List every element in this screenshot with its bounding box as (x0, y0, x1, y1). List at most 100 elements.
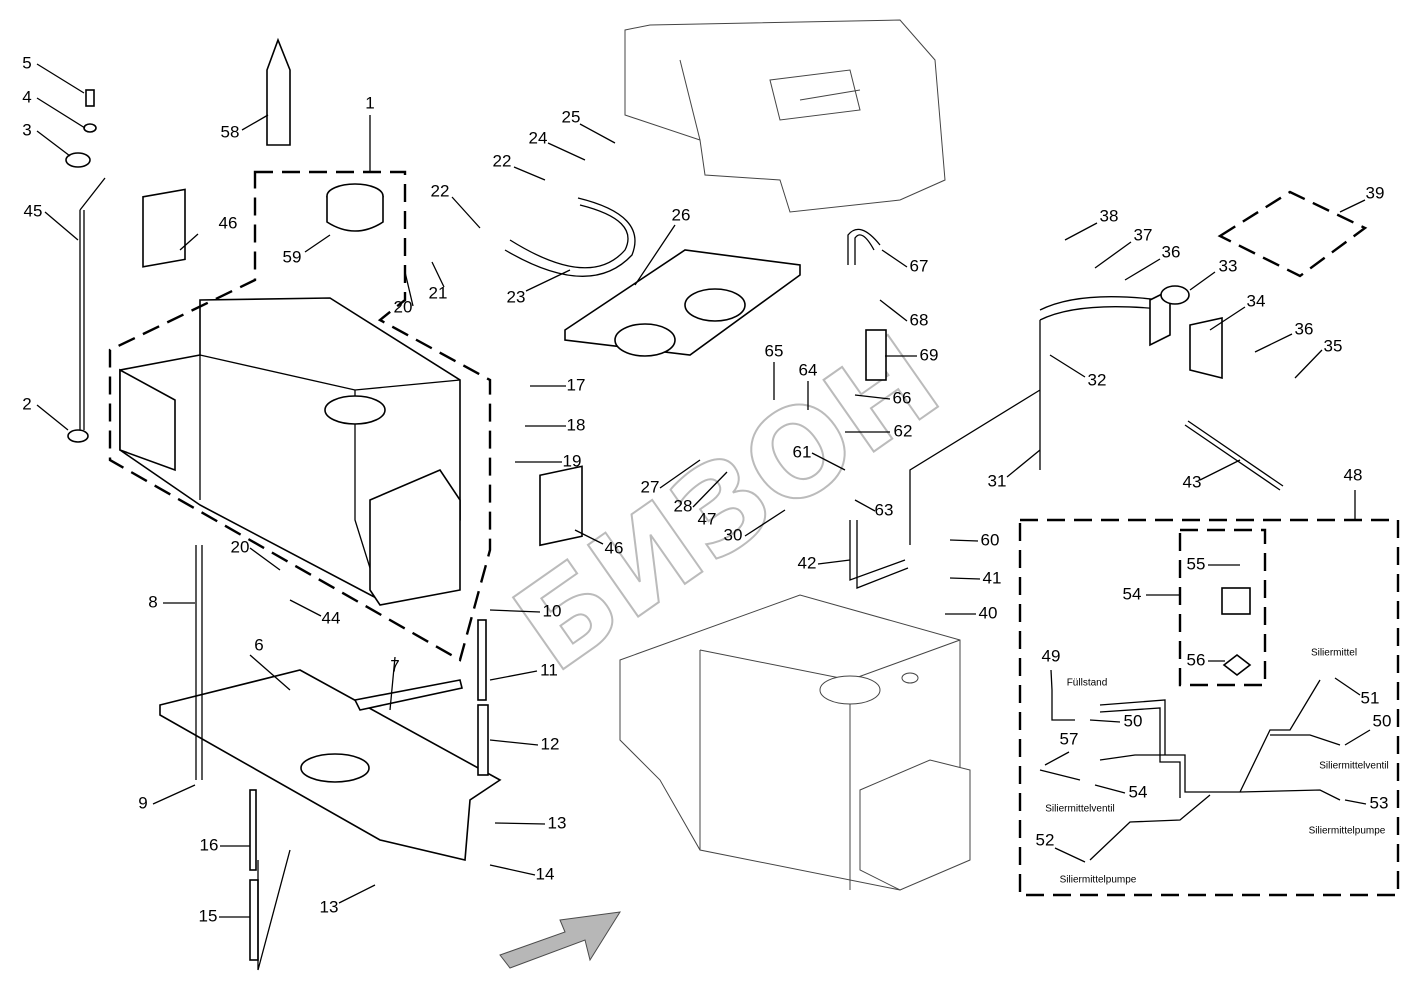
callout-50: 50 (1373, 711, 1392, 730)
callout-22: 22 (431, 181, 450, 200)
callout-56: 56 (1187, 650, 1206, 669)
callout-46: 46 (219, 213, 238, 232)
callout-57: 57 (1060, 729, 1079, 748)
callout-67: 67 (910, 256, 929, 275)
callout-44: 44 (322, 608, 341, 627)
hose-67 (847, 228, 881, 265)
callout-1: 1 (365, 93, 374, 112)
tank-assembly (119, 183, 461, 606)
callout-33: 33 (1219, 256, 1238, 275)
callout-21: 21 (429, 283, 448, 302)
callout-26: 26 (672, 205, 691, 224)
callout-16: 16 (200, 835, 219, 854)
label-46 (142, 188, 186, 268)
callout-40: 40 (979, 603, 998, 622)
callout-62: 62 (894, 421, 913, 440)
callout-5: 5 (22, 53, 31, 72)
callout-63: 63 (875, 500, 894, 519)
callout-38: 38 (1100, 206, 1119, 225)
callout-55: 55 (1187, 554, 1206, 573)
callout-14: 14 (536, 864, 555, 883)
callout-46: 46 (605, 538, 624, 557)
group-54-outline (1178, 528, 1267, 687)
callout-2: 2 (22, 394, 31, 413)
callout-10: 10 (543, 601, 562, 620)
label-siliermittelventil-left: Siliermittelventil (1045, 804, 1114, 815)
callout-35: 35 (1324, 336, 1343, 355)
callout-4: 4 (22, 87, 31, 106)
callout-22: 22 (493, 151, 512, 170)
callout-51: 51 (1361, 688, 1380, 707)
callout-37: 37 (1134, 225, 1153, 244)
wiring-harness (1089, 679, 1341, 861)
callout-28: 28 (674, 496, 693, 515)
callout-27: 27 (641, 477, 660, 496)
callout-58: 58 (221, 122, 240, 141)
group-39-outline (1217, 190, 1368, 278)
hose-42 (849, 520, 909, 589)
callout-20: 20 (231, 537, 250, 556)
callout-48: 48 (1344, 465, 1363, 484)
callout-31: 31 (988, 471, 1007, 490)
label-fuellstand: Füllstand (1067, 678, 1108, 689)
callout-7: 7 (390, 656, 399, 675)
callout-69: 69 (920, 345, 939, 364)
callout-3: 3 (22, 120, 31, 139)
callout-30: 30 (724, 525, 743, 544)
callout-59: 59 (283, 247, 302, 266)
callout-9: 9 (138, 793, 147, 812)
level-sensor-rod (79, 177, 106, 430)
tank-group-outline (108, 170, 492, 662)
callout-52: 52 (1036, 830, 1055, 849)
callout-labels: 5434525814659202122222425232617181946204… (22, 53, 1391, 925)
callout-19: 19 (563, 451, 582, 470)
callout-13: 13 (320, 897, 339, 916)
callout-68: 68 (910, 310, 929, 329)
callout-18: 18 (567, 415, 586, 434)
callout-41: 41 (983, 568, 1002, 587)
callout-13: 13 (548, 813, 567, 832)
cartridge-58 (266, 37, 291, 146)
callout-8: 8 (148, 592, 157, 611)
label-siliermittelventil-right: Siliermittelventil (1319, 761, 1388, 772)
label-siliermittelpumpe-left: Siliermittelpumpe (1060, 875, 1137, 886)
callout-65: 65 (765, 341, 784, 360)
callout-25: 25 (562, 107, 581, 126)
callout-54: 54 (1123, 584, 1142, 603)
callout-39: 39 (1366, 183, 1385, 202)
callout-53: 53 (1370, 793, 1389, 812)
callout-49: 49 (1042, 646, 1061, 665)
callout-23: 23 (507, 287, 526, 306)
callout-11: 11 (540, 660, 558, 679)
callout-64: 64 (799, 360, 818, 379)
callout-36: 36 (1295, 319, 1314, 338)
callout-42: 42 (798, 553, 817, 572)
callout-17: 17 (567, 375, 586, 394)
hose-23 (504, 197, 636, 277)
label-siliermittelpumpe-right: Siliermittelpumpe (1309, 826, 1386, 837)
label-siliermittel: Siliermittel (1311, 648, 1357, 659)
direction-arrow (499, 911, 621, 969)
harness-group-48-outline (1018, 518, 1400, 897)
callout-66: 66 (893, 388, 912, 407)
callout-32: 32 (1088, 370, 1107, 389)
callout-36: 36 (1162, 242, 1181, 261)
machine-housing-outline (624, 19, 946, 213)
callout-15: 15 (199, 906, 218, 925)
callout-20: 20 (394, 297, 413, 316)
callout-54: 54 (1129, 782, 1148, 801)
callout-6: 6 (254, 635, 263, 654)
callout-61: 61 (793, 442, 812, 461)
leader-lines (36, 63, 1371, 918)
callout-47: 47 (698, 509, 717, 528)
callout-50: 50 (1124, 711, 1143, 730)
callout-34: 34 (1247, 291, 1266, 310)
machine-tank-outline (619, 594, 971, 891)
callout-12: 12 (541, 734, 560, 753)
callout-24: 24 (529, 128, 548, 147)
callout-43: 43 (1183, 472, 1202, 491)
callout-45: 45 (24, 201, 43, 220)
callout-60: 60 (981, 530, 1000, 549)
